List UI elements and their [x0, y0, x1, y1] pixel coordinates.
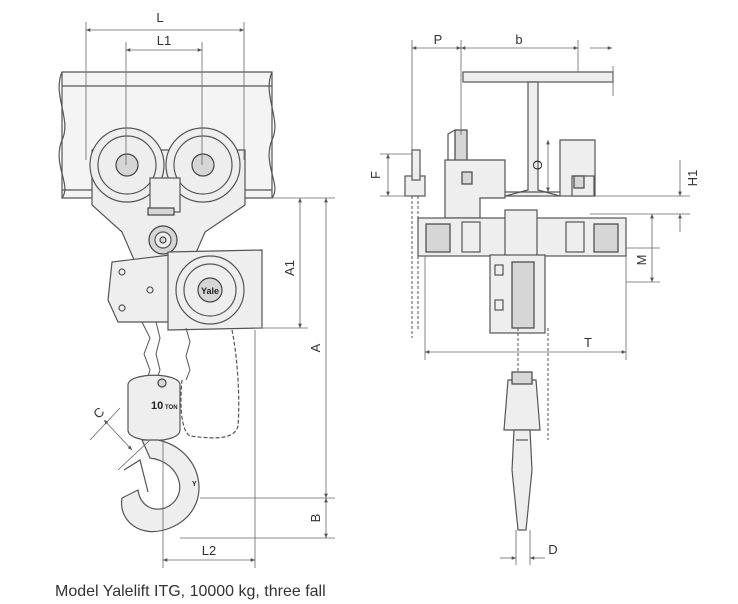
- front-view: Yale 10 TON Y: [58, 10, 335, 568]
- dim-label-L1: L1: [157, 33, 171, 48]
- side-hook: [503, 371, 541, 531]
- side-chains: [411, 196, 549, 440]
- dim-label-P: P: [434, 32, 443, 47]
- dim-label-L2: L2: [202, 543, 216, 558]
- hand-wheel: Yale: [167, 249, 263, 331]
- hand-chain: [180, 329, 240, 439]
- brand-label: Yale: [201, 286, 219, 296]
- svg-text:Y: Y: [192, 481, 197, 488]
- figure-caption: Model Yalelift ITG, 10000 kg, three fall: [55, 583, 326, 600]
- suspension-nut: [148, 225, 178, 255]
- dim-label-D: D: [548, 542, 557, 557]
- cross-shaft: [417, 209, 627, 263]
- dim-label-A1: A1: [282, 260, 297, 276]
- hook: Y: [120, 439, 200, 533]
- dim-label-F: F: [368, 171, 383, 179]
- dim-label-L: L: [156, 10, 163, 25]
- capacity-value: 10: [151, 400, 163, 412]
- dim-label-M: M: [634, 255, 649, 266]
- trolley-wheels: [89, 127, 241, 216]
- dim-label-B: B: [308, 514, 323, 523]
- side-dimensions: [380, 40, 690, 565]
- dim-label-T: T: [584, 335, 592, 350]
- side-view: P b F O H1 M T D: [368, 32, 700, 565]
- gear-box: [107, 254, 173, 323]
- dim-label-A: A: [308, 343, 323, 352]
- dim-label-H1: H1: [685, 170, 700, 187]
- load-chains: [141, 321, 191, 383]
- dim-label-b: b: [515, 32, 522, 47]
- capacity-unit: TON: [165, 405, 178, 411]
- bottom-block: 10 TON: [127, 374, 181, 441]
- trolley-side-plates: [444, 139, 596, 219]
- hoist-body-side: [489, 254, 546, 334]
- dim-label-C: C: [90, 404, 107, 421]
- front-dimensions: [85, 22, 335, 568]
- dim-label-O: O: [530, 160, 545, 170]
